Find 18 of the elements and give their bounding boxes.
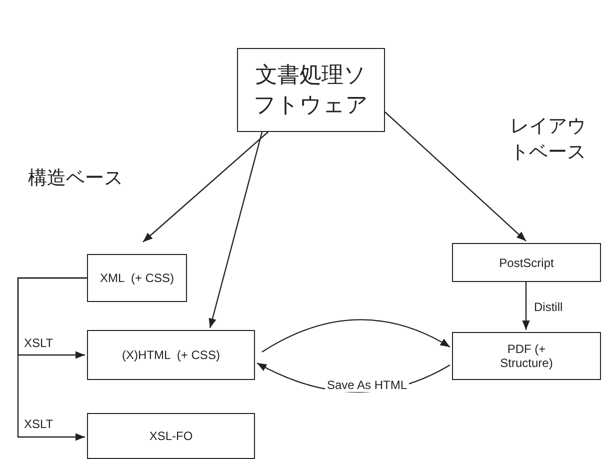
- edge-label: XSLT: [22, 336, 56, 350]
- edge-label: XSLT: [22, 417, 56, 431]
- arrow: [17, 277, 87, 441]
- arrow: [142, 132, 268, 242]
- arrow: [522, 282, 530, 330]
- arrow: [384, 112, 526, 242]
- software-box: 文書処理ソフトウェア: [237, 48, 385, 132]
- process-box: XSL-FO: [87, 413, 255, 459]
- process-box: (X)HTML (+ CSS): [87, 330, 255, 380]
- process-box: PDF (+ Structure): [452, 332, 601, 380]
- process-box: PostScript: [452, 243, 601, 282]
- edge-label: Distill: [532, 300, 565, 314]
- process-box: XML (+ CSS): [87, 254, 187, 302]
- edge-label: Save As HTML: [325, 378, 410, 392]
- arrow: [262, 319, 450, 353]
- category-label: レイアウトベース: [510, 115, 587, 165]
- category-label: 構造ベース: [28, 167, 123, 191]
- arrow: [208, 132, 263, 328]
